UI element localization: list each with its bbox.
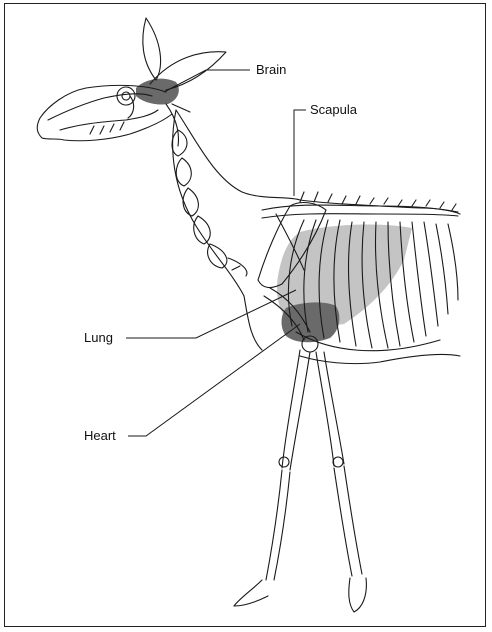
front-leg-near <box>234 350 310 606</box>
scapula-leader <box>294 110 306 196</box>
scapula-label: Scapula <box>310 103 357 116</box>
front-leg-far <box>316 352 366 612</box>
brain-label: Brain <box>256 63 286 76</box>
spine <box>262 205 458 218</box>
heart-label: Heart <box>84 429 116 442</box>
spinous-processes <box>300 192 456 210</box>
lung-leader <box>126 290 296 338</box>
lung-label: Lung <box>84 331 113 344</box>
eye-orbit <box>117 87 135 105</box>
ear-left <box>143 18 161 80</box>
brain-region <box>136 79 179 105</box>
cervical-vertebrae <box>166 104 247 276</box>
knee-far <box>333 457 343 467</box>
heart-leader <box>128 324 300 436</box>
knee-near <box>279 457 289 467</box>
